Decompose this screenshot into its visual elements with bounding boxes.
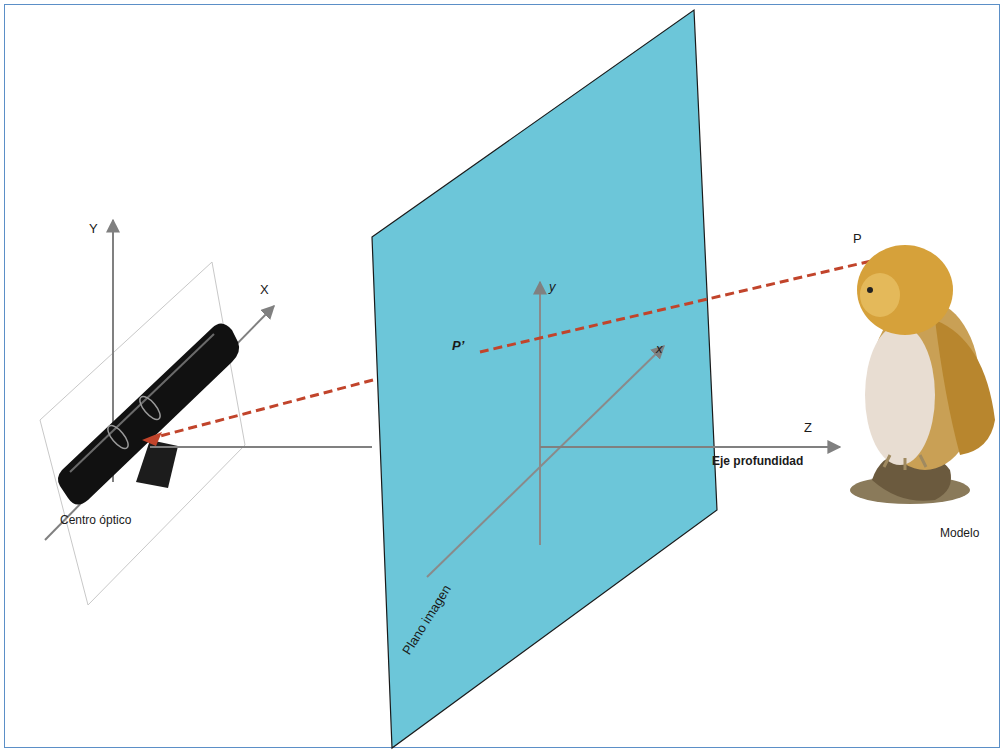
model-label: Modelo xyxy=(940,527,979,540)
point-label: P xyxy=(853,232,862,246)
camera-plane xyxy=(40,262,245,605)
x-axis-camera xyxy=(45,306,274,540)
owl-model xyxy=(850,245,995,504)
optical-center-label: Centro óptico xyxy=(60,514,131,527)
axis-caption: Eje profundidad xyxy=(712,455,803,468)
image-plane xyxy=(372,10,717,748)
projection-ray xyxy=(160,380,373,436)
axis-label: Z xyxy=(804,421,812,435)
axis-label: Y xyxy=(89,222,98,236)
x-axis-image xyxy=(427,346,664,577)
point-label: P’ xyxy=(452,339,464,353)
z-axis xyxy=(540,446,840,448)
axis-label: X xyxy=(260,283,269,297)
axis-label: y xyxy=(549,280,556,294)
frame xyxy=(5,5,1000,748)
axis-label: x xyxy=(656,342,663,356)
z-axis-camera xyxy=(150,446,372,448)
y-axis-image xyxy=(539,282,541,545)
kinect-sensor xyxy=(58,323,239,504)
projection-ray xyxy=(480,258,884,352)
